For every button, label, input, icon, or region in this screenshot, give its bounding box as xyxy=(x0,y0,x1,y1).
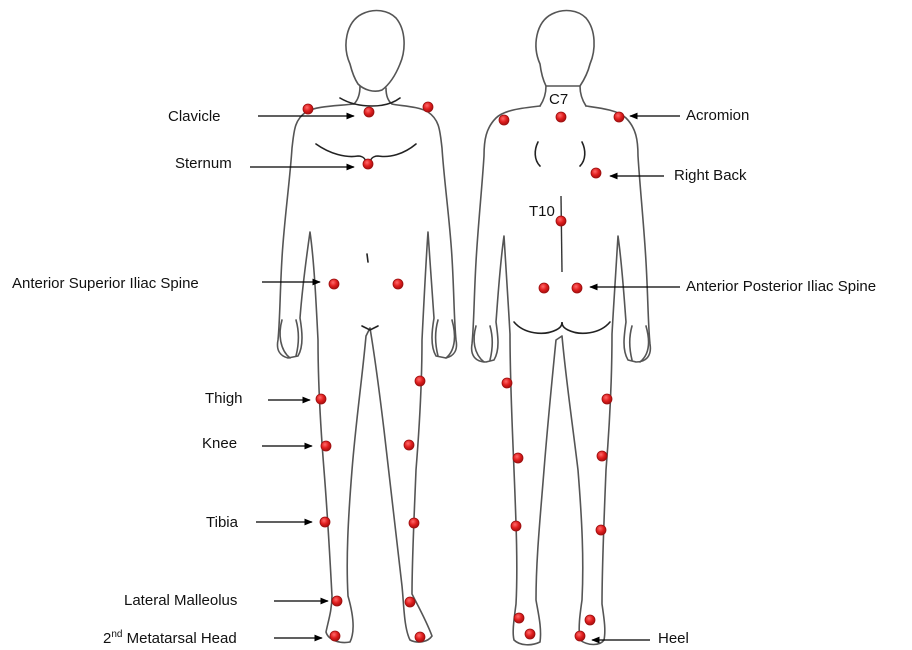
label-metatarsal-head: 2nd Metatarsal Head xyxy=(103,629,237,647)
marker-thigh-right xyxy=(316,394,326,404)
marker-heel-left xyxy=(525,629,535,639)
label-asis: Anterior Superior Iliac Spine xyxy=(12,275,199,292)
marker-dots xyxy=(303,102,624,642)
marker-thigh-left xyxy=(415,376,425,386)
back-torso-outline xyxy=(472,106,651,645)
marker-knee-left xyxy=(404,440,414,450)
label-clavicle: Clavicle xyxy=(168,108,221,125)
front-right-hand xyxy=(280,320,298,358)
marker-metatarsal-left xyxy=(415,632,425,642)
marker-t10 xyxy=(556,216,566,226)
front-head-outline xyxy=(346,11,404,92)
marker-tibia-left xyxy=(409,518,419,528)
label-knee: Knee xyxy=(202,435,237,452)
marker-lateral-malleolus-right xyxy=(332,596,342,606)
label-lateral-malleolus: Lateral Malleolus xyxy=(124,592,237,609)
pointer-arrows xyxy=(250,116,680,640)
marker-apis-left xyxy=(539,283,549,293)
front-neck-outline xyxy=(354,86,392,104)
marker-metatarsal-right xyxy=(330,631,340,641)
back-left-scapula-line xyxy=(535,142,540,166)
label-heel: Heel xyxy=(658,630,689,647)
marker-left-shoulder-front xyxy=(423,102,433,112)
back-spine-line xyxy=(561,196,562,272)
label-metatarsal-number: 2 xyxy=(103,630,111,647)
marker-right-shoulder-front xyxy=(303,104,313,114)
marker-tibia-back-left xyxy=(511,521,521,531)
marker-knee-back-right xyxy=(597,451,607,461)
marker-ankle-back-left xyxy=(514,613,524,623)
marker-tibia-back-right xyxy=(596,525,606,535)
front-torso-outline xyxy=(277,104,456,643)
marker-apis-right xyxy=(572,283,582,293)
marker-knee-right xyxy=(321,441,331,451)
marker-lateral-malleolus-left xyxy=(405,597,415,607)
marker-c7 xyxy=(556,112,566,122)
label-acromion: Acromion xyxy=(686,107,749,124)
marker-tibia-right xyxy=(320,517,330,527)
marker-asis-left xyxy=(393,279,403,289)
label-tibia: Tibia xyxy=(206,514,239,531)
label-apis: Anterior Posterior Iliac Spine xyxy=(686,278,876,295)
marker-sternum xyxy=(363,159,373,169)
marker-right-back xyxy=(591,168,601,178)
back-head-outline xyxy=(536,11,594,86)
label-right-back: Right Back xyxy=(674,167,747,184)
marker-knee-back-left xyxy=(513,453,523,463)
back-buttocks-line xyxy=(514,322,610,333)
marker-thigh-back-right xyxy=(602,394,612,404)
label-t10: T10 xyxy=(529,203,555,220)
label-thigh: Thigh xyxy=(205,390,243,407)
back-right-hand xyxy=(630,326,649,362)
front-navel xyxy=(367,254,368,262)
marker-acromion xyxy=(614,112,624,122)
back-right-scapula-line xyxy=(580,142,585,166)
label-c7: C7 xyxy=(549,91,568,108)
label-sternum: Sternum xyxy=(175,155,232,172)
marker-clavicle xyxy=(364,107,374,117)
front-left-hand xyxy=(436,320,455,358)
marker-thigh-back-left xyxy=(502,378,512,388)
marker-acromion-left-back xyxy=(499,115,509,125)
marker-heel xyxy=(575,631,585,641)
label-metatarsal-rest: Metatarsal Head xyxy=(122,630,236,647)
marker-ankle-back-right xyxy=(585,615,595,625)
label-metatarsal-superscript: nd xyxy=(111,629,122,640)
back-left-hand xyxy=(474,326,492,362)
marker-asis-right xyxy=(329,279,339,289)
